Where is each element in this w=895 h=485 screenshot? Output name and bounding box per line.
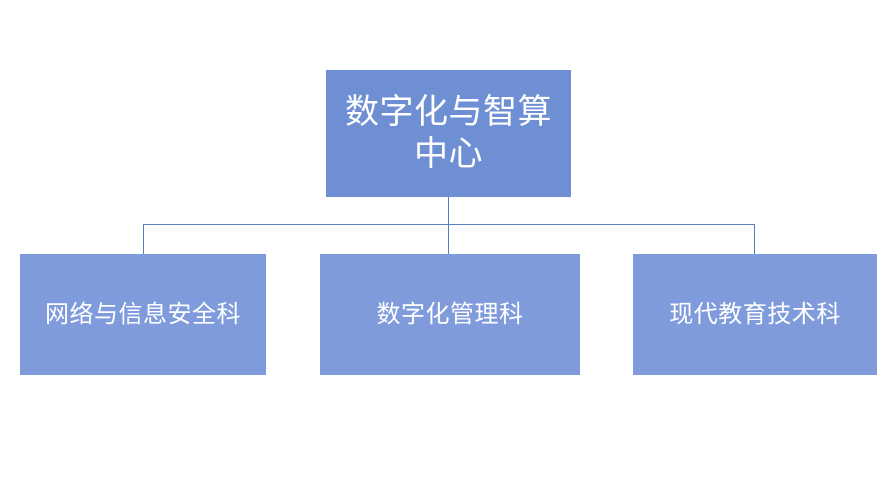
org-node-child-3[interactable]: 现代教育技术科 (633, 254, 877, 375)
org-node-child-3-label: 现代教育技术科 (669, 300, 841, 328)
connector-root-stem (448, 197, 449, 255)
org-node-root-label: 数字化与智算 中心 (345, 93, 552, 173)
org-node-child-1-label: 网络与信息安全科 (45, 300, 241, 328)
org-node-root[interactable]: 数字化与智算 中心 (326, 70, 571, 197)
org-node-child-2[interactable]: 数字化管理科 (320, 254, 580, 375)
connector-horizontal-bus (143, 224, 755, 225)
org-node-child-1[interactable]: 网络与信息安全科 (20, 254, 266, 375)
org-node-child-2-label: 数字化管理科 (376, 300, 524, 328)
connector-drop-child-3 (754, 224, 755, 255)
connector-drop-child-1 (143, 224, 144, 255)
